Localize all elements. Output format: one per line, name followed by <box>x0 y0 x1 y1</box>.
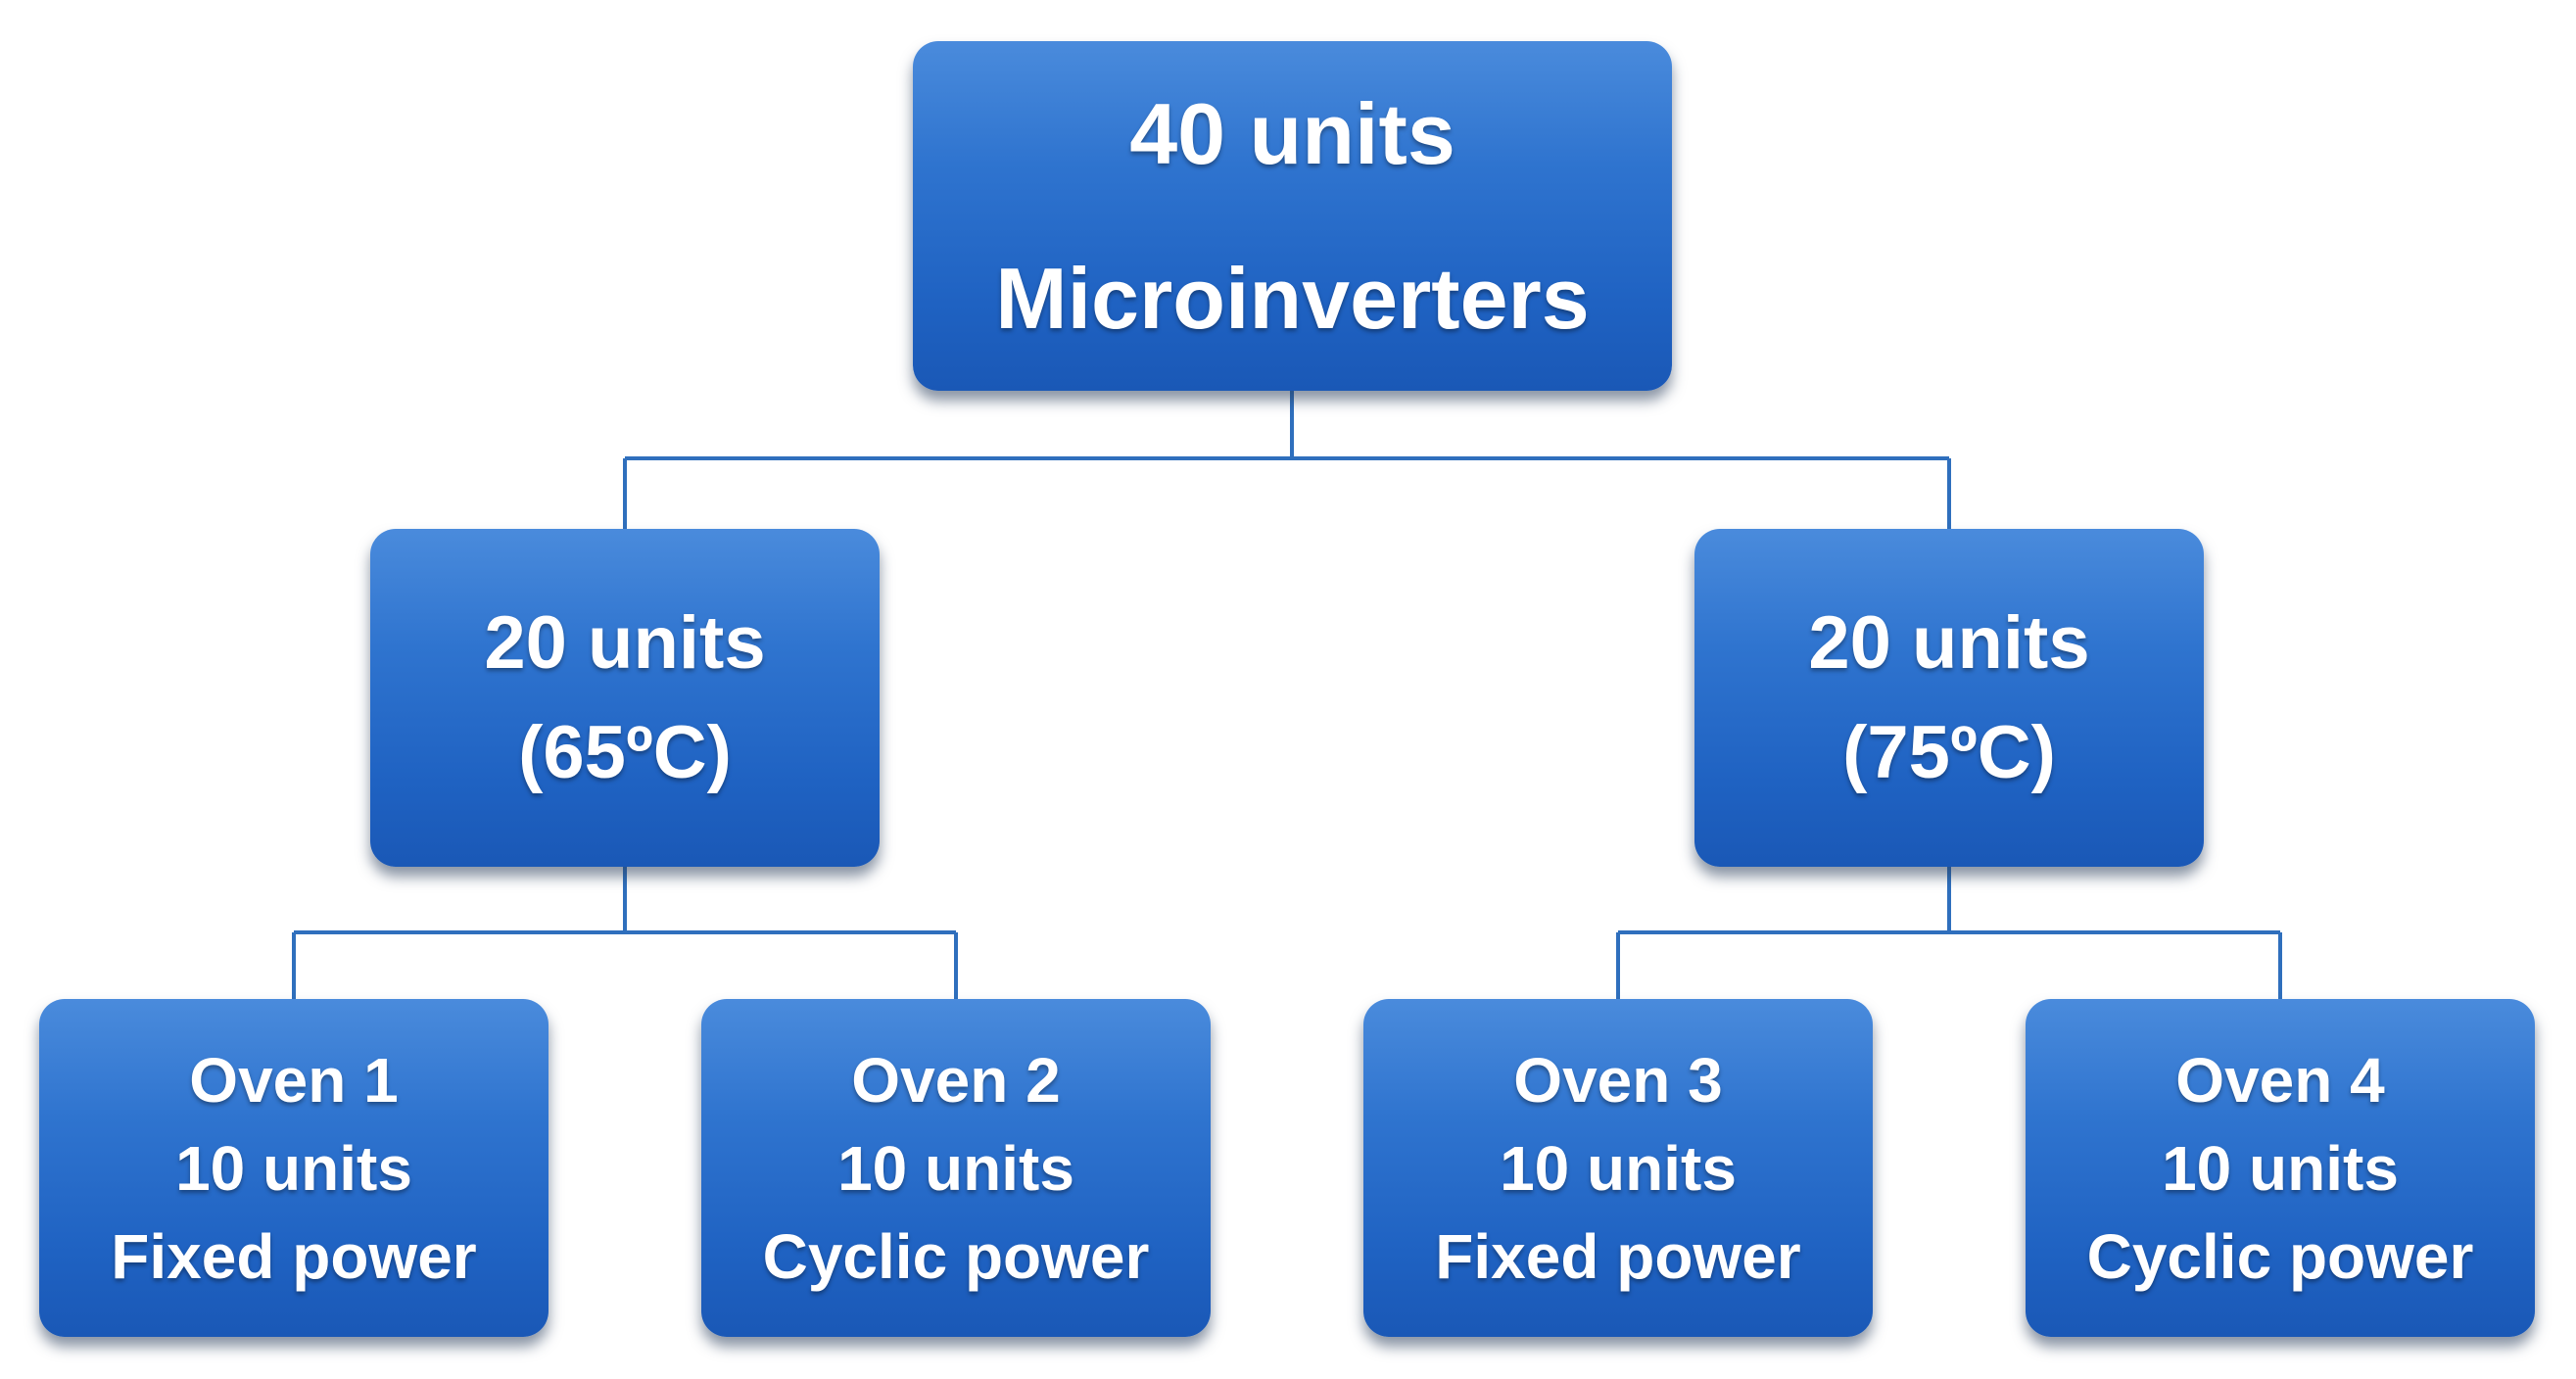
oven-power-label: Cyclic power <box>762 1220 1150 1292</box>
oven-power-label: Fixed power <box>111 1220 477 1292</box>
group-node-65c: 20 units (65ºC) <box>370 529 880 867</box>
oven-node-4: Oven 4 10 units Cyclic power <box>2026 999 2535 1337</box>
root-units-label: 40 units <box>1129 84 1455 182</box>
oven-name-label: Oven 4 <box>2175 1044 2385 1116</box>
oven-name-label: Oven 3 <box>1513 1044 1723 1116</box>
oven-power-label: Fixed power <box>1435 1220 1801 1292</box>
oven-units-label: 10 units <box>175 1132 412 1204</box>
group-units-label: 20 units <box>1808 600 2090 685</box>
oven-node-3: Oven 3 10 units Fixed power <box>1363 999 1873 1337</box>
root-node-microinverters: 40 units Microinverters <box>913 41 1672 391</box>
oven-power-label: Cyclic power <box>2086 1220 2474 1292</box>
oven-name-label: Oven 1 <box>189 1044 399 1116</box>
group-node-75c: 20 units (75ºC) <box>1694 529 2204 867</box>
oven-units-label: 10 units <box>837 1132 1074 1204</box>
group-units-label: 20 units <box>484 600 766 685</box>
oven-node-2: Oven 2 10 units Cyclic power <box>701 999 1211 1337</box>
oven-units-label: 10 units <box>2162 1132 2399 1204</box>
oven-node-1: Oven 1 10 units Fixed power <box>39 999 549 1337</box>
oven-units-label: 10 units <box>1500 1132 1737 1204</box>
group-temperature-label: (75ºC) <box>1842 710 2056 794</box>
root-title-label: Microinverters <box>995 249 1590 347</box>
group-temperature-label: (65ºC) <box>518 710 732 794</box>
oven-name-label: Oven 2 <box>851 1044 1061 1116</box>
